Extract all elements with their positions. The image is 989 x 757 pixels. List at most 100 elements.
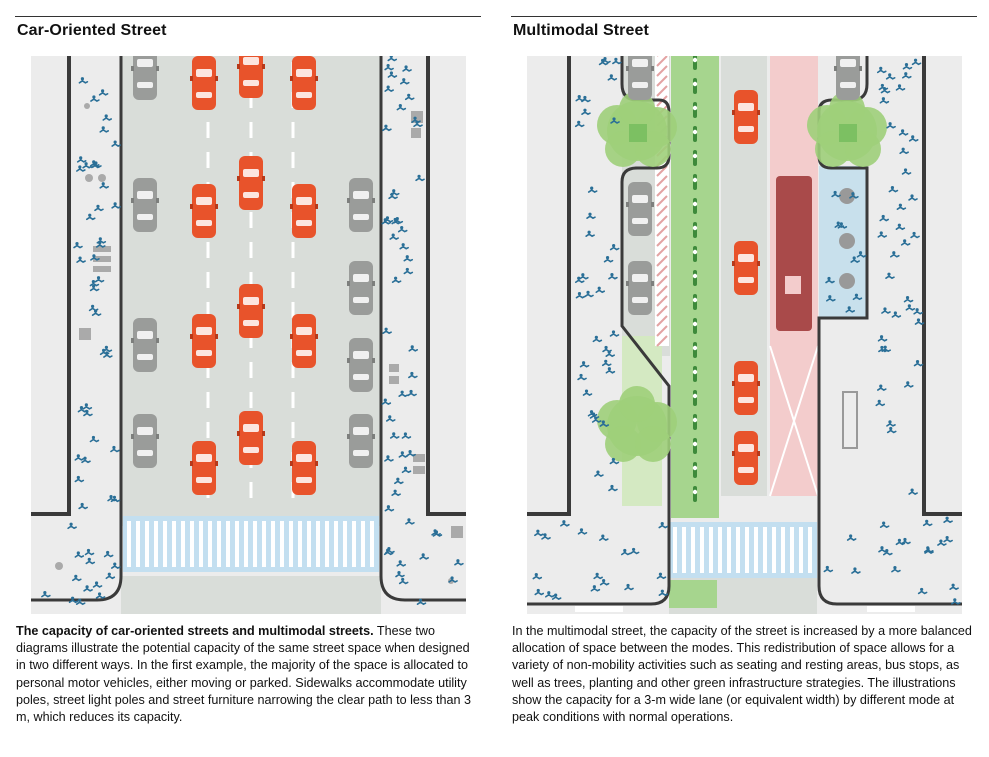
pedestrian-icon (911, 58, 922, 66)
pedestrian-icon (384, 63, 394, 71)
pedestrian-icon (603, 256, 614, 263)
pedestrian-icon (382, 124, 392, 132)
pedestrian-icon (629, 547, 640, 555)
pedestrian-icon (88, 304, 99, 312)
pedestrian-icon (898, 129, 909, 136)
pedestrian-icon (879, 521, 890, 529)
pedestrian-icon (68, 596, 79, 604)
lane-marking (206, 362, 210, 378)
buffer-hatch (656, 205, 668, 217)
moving-car (732, 361, 760, 415)
pedestrian-icon (886, 426, 897, 434)
lane-marking (206, 272, 210, 288)
parked-car (131, 414, 159, 468)
pedestrian-icon (851, 567, 861, 574)
pedestrian-icon (74, 454, 85, 461)
pedestrian-icon (913, 308, 923, 315)
pedestrian-icon (96, 237, 107, 244)
pedestrian-icon (850, 256, 860, 263)
pedestrian-icon (394, 477, 404, 485)
pedestrian-icon (825, 276, 835, 284)
pedestrian-icon (384, 455, 394, 462)
pedestrian-icon (599, 534, 609, 542)
pedestrian-icon (75, 598, 86, 606)
lane-marking (291, 362, 295, 378)
bus (776, 176, 812, 331)
pedestrian-icon (834, 221, 845, 229)
pedestrian-icon (454, 559, 464, 566)
pedestrian-icon (551, 593, 562, 601)
moving-car (190, 314, 218, 368)
bicycle-icon (692, 342, 698, 358)
building-edge (31, 56, 71, 516)
bicycle-icon (692, 414, 698, 430)
pedestrian-icon (89, 279, 100, 287)
pedestrian-icon (90, 95, 100, 102)
pedestrian-icon (391, 276, 402, 284)
pedestrian-icon (612, 57, 622, 65)
pedestrian-icon (94, 276, 105, 283)
pedestrian-icon (877, 231, 888, 238)
pedestrian-icon (84, 548, 95, 556)
pedestrian-icon (878, 345, 888, 353)
pedestrian-icon (901, 72, 912, 79)
pedestrian-icon (605, 367, 616, 374)
pedestrian-icon (885, 272, 895, 280)
buffer-hatch (656, 275, 668, 287)
title-rule (511, 16, 977, 17)
pedestrian-icon (383, 216, 394, 223)
moving-car (290, 441, 318, 495)
car-oriented-street-diagram (31, 56, 466, 614)
bench-seat (839, 273, 855, 289)
pedestrian-icon (85, 213, 96, 221)
parked-car (626, 261, 654, 315)
pedestrian-icon (599, 579, 610, 586)
bench (413, 466, 425, 474)
bicycle-icon (692, 462, 698, 478)
parked-car (131, 178, 159, 232)
moving-car (190, 184, 218, 238)
bicycle-icon (692, 486, 698, 502)
lane-marking (249, 92, 253, 108)
buffer-hatch (656, 335, 668, 347)
light-pole (84, 103, 90, 109)
pedestrian-icon (579, 273, 589, 280)
pedestrian-icon (532, 572, 543, 580)
moving-car (190, 441, 218, 495)
pedestrian-icon (891, 311, 902, 318)
bicycle-icon (692, 222, 698, 238)
pedestrian-icon (879, 214, 890, 222)
bench-seat (839, 233, 855, 249)
pedestrian-icon (111, 140, 121, 147)
pedestrian-icon (610, 117, 620, 124)
moving-car (732, 90, 760, 144)
car-oriented-street-illustration (31, 56, 466, 614)
pedestrian-icon (448, 576, 458, 583)
pedestrian-icon (923, 546, 934, 553)
tree-pit (629, 124, 647, 142)
lane-marking (291, 272, 295, 288)
pedestrian-icon (401, 466, 412, 474)
pedestrian-icon (891, 566, 901, 573)
buffer-hatch (656, 56, 668, 67)
building-edge (527, 56, 571, 516)
buffer-hatch (656, 215, 668, 227)
curb-ramp (867, 606, 915, 612)
pedestrian-icon (922, 519, 933, 527)
pedestrian-icon (534, 529, 544, 537)
tree-canopy (597, 386, 677, 462)
buffer-hatch (656, 85, 668, 97)
lane-marking (206, 242, 210, 258)
pedestrian-icon (416, 598, 427, 606)
parked-car (347, 261, 375, 315)
caption: In the multimodal street, the capacity o… (512, 623, 978, 726)
pedestrian-icon (85, 557, 96, 565)
pedestrian-icon (405, 518, 415, 525)
pedestrian-icon (624, 583, 634, 591)
pedestrian-icon (89, 435, 100, 443)
pedestrian-icon (402, 65, 412, 72)
pedestrian-icon (943, 516, 953, 524)
pedestrian-icon (595, 286, 606, 294)
bus-box-marking (769, 345, 819, 497)
pedestrian-icon (577, 528, 588, 535)
